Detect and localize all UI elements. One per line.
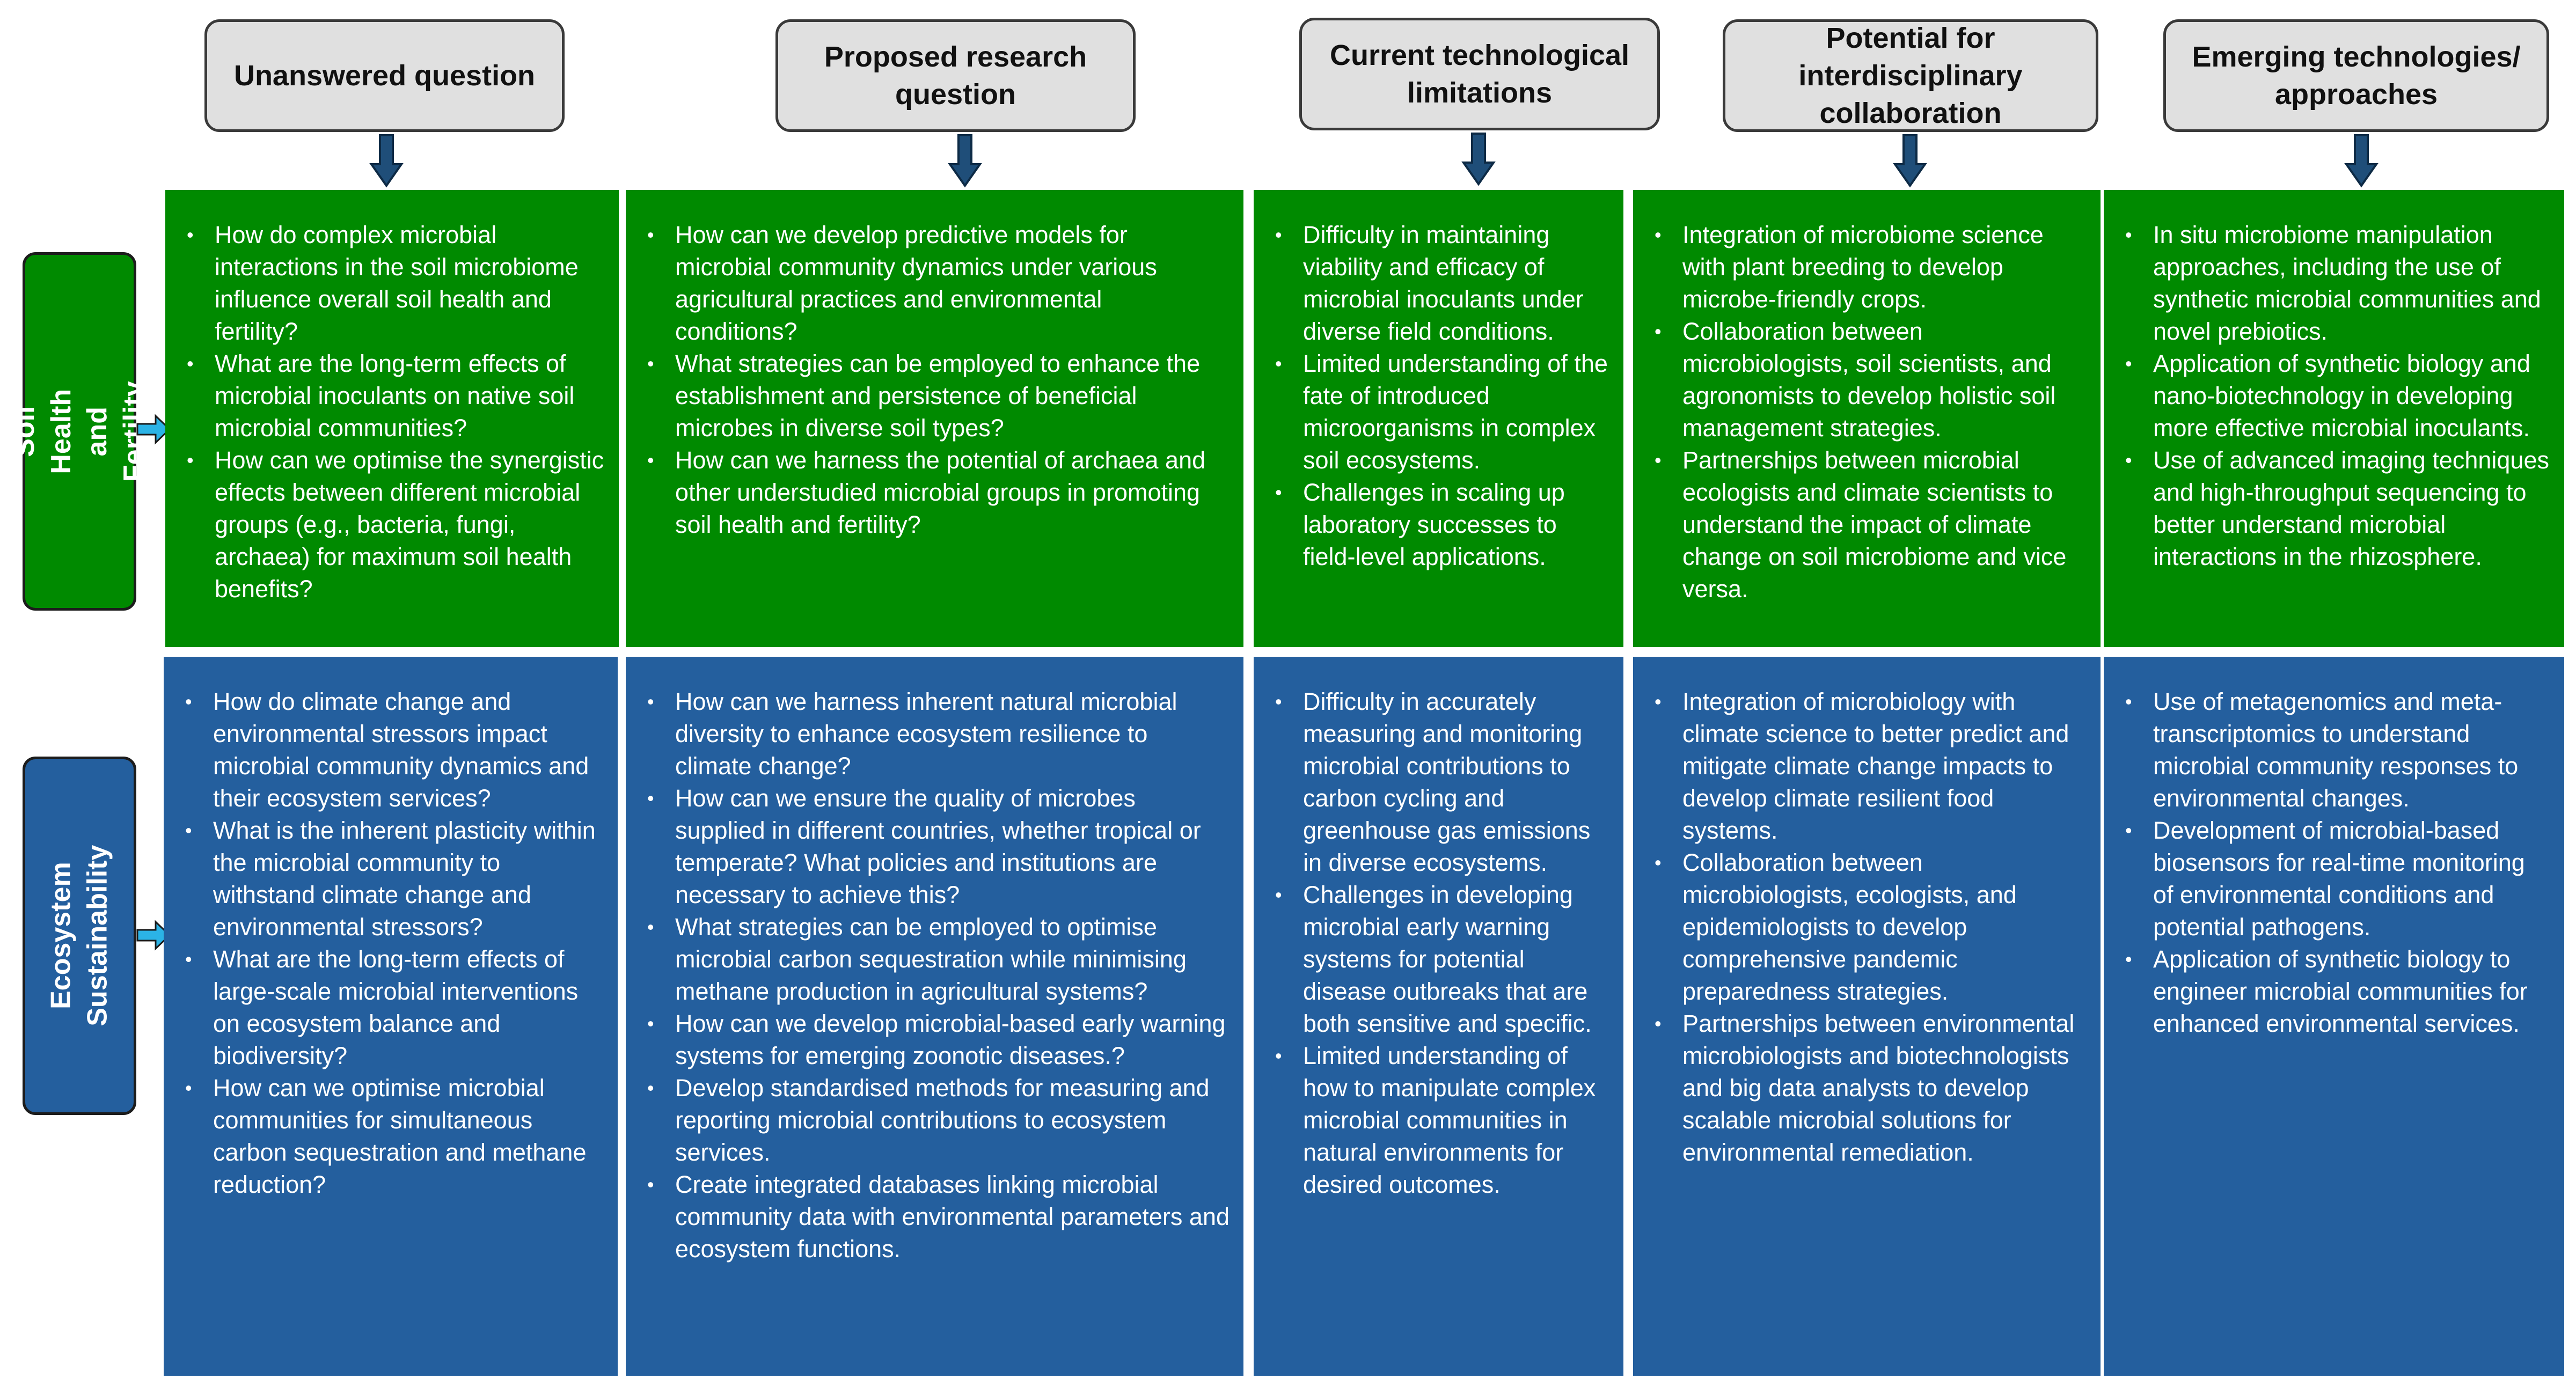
list-item: Application of synthetic biology and nan… [2118, 348, 2550, 444]
column-header-current-technological-limitations: Current technological limitations [1299, 18, 1660, 130]
down-arrow-icon [369, 134, 404, 188]
list-item: How can we harness the potential of arch… [640, 444, 1230, 541]
list-item: Integration of microbiome science with p… [1647, 219, 2087, 316]
list-item: Partnerships between environmental micro… [1647, 1008, 2087, 1169]
cell-soil-proposed-research: How can we develop predictive models for… [626, 190, 1243, 647]
row-label-ecosystem-sustainability: Ecosystem Sustainability [23, 757, 136, 1115]
row-label-soil-health-text: Soil Health and Fertility [9, 381, 149, 482]
list-item: Difficulty in accurately measuring and m… [1268, 686, 1609, 879]
cell-soil-unanswered-question: How do complex microbial interactions in… [165, 190, 619, 647]
down-arrow-icon [1461, 133, 1496, 186]
list-item: Create integrated databases linking micr… [640, 1169, 1230, 1265]
list-item: Develop standardised methods for measuri… [640, 1072, 1230, 1169]
list-item: Collaboration between microbiologists, e… [1647, 847, 2087, 1008]
list-item: How can we optimise the synergistic effe… [179, 444, 605, 605]
list-item: How can we optimise microbial communitie… [178, 1072, 604, 1201]
cell-ecosystem-technological-limitations: Difficulty in accurately measuring and m… [1254, 657, 1623, 1376]
cell-soil-technological-limitations: Difficulty in maintaining viability and … [1254, 190, 1623, 647]
list-item: What strategies can be employed to enhan… [640, 348, 1230, 444]
list-item: Limited understanding of the fate of int… [1268, 348, 1609, 476]
list-item: Difficulty in maintaining viability and … [1268, 219, 1609, 348]
list-item: How do complex microbial interactions in… [179, 219, 605, 348]
list-item: How can we ensure the quality of microbe… [640, 782, 1230, 911]
cell-ecosystem-proposed-research: How can we harness inherent natural micr… [626, 657, 1243, 1376]
cell-ecosystem-emerging-technologies: Use of metagenomics and meta-transcripto… [2104, 657, 2564, 1376]
list-item: What is the inherent plasticity within t… [178, 815, 604, 943]
list-item: Use of advanced imaging techniques and h… [2118, 444, 2550, 573]
list-item: What are the long-term effects of large-… [178, 943, 604, 1072]
list-item: In situ microbiome manipulation approach… [2118, 219, 2550, 348]
list-item: Challenges in scaling up laboratory succ… [1268, 476, 1609, 573]
cell-ecosystem-unanswered-question: How do climate change and environmental … [164, 657, 618, 1376]
list-item: Partnerships between microbial ecologist… [1647, 444, 2087, 605]
list-item: Collaboration between microbiologists, s… [1647, 316, 2087, 444]
right-arrow-icon [136, 414, 171, 445]
column-header-interdisciplinary-collaboration: Potential for interdisciplinary collabor… [1723, 19, 2098, 132]
column-header-proposed-research-question: Proposed research question [775, 19, 1136, 132]
down-arrow-icon [948, 134, 982, 188]
row-label-ecosystem-sustainability-text: Ecosystem Sustainability [45, 845, 113, 1027]
cell-soil-emerging-technologies: In situ microbiome manipulation approach… [2104, 190, 2564, 647]
list-item: How can we develop predictive models for… [640, 219, 1230, 348]
list-item: What are the long-term effects of microb… [179, 348, 605, 444]
right-arrow-icon [136, 920, 171, 951]
row-label-soil-health: Soil Health and Fertility [9, 252, 149, 611]
down-arrow-icon [2344, 134, 2379, 188]
list-item: Challenges in developing microbial early… [1268, 879, 1609, 1040]
list-item: How can we develop microbial-based early… [640, 1008, 1230, 1072]
list-item: Use of metagenomics and meta-transcripto… [2118, 686, 2550, 815]
list-item: Integration of microbiology with climate… [1647, 686, 2087, 847]
list-item: Application of synthetic biology to engi… [2118, 943, 2550, 1040]
down-arrow-icon [1893, 134, 1927, 188]
list-item: Limited understanding of how to manipula… [1268, 1040, 1609, 1201]
list-item: What strategies can be employed to optim… [640, 911, 1230, 1008]
column-header-emerging-technologies: Emerging technologies/ approaches [2163, 19, 2549, 132]
list-item: Development of microbial-based biosensor… [2118, 815, 2550, 943]
list-item: How can we harness inherent natural micr… [640, 686, 1230, 782]
cell-ecosystem-interdisciplinary-collaboration: Integration of microbiology with climate… [1633, 657, 2101, 1376]
column-header-unanswered-question: Unanswered question [204, 19, 565, 132]
list-item: How do climate change and environmental … [178, 686, 604, 815]
cell-soil-interdisciplinary-collaboration: Integration of microbiome science with p… [1633, 190, 2101, 647]
